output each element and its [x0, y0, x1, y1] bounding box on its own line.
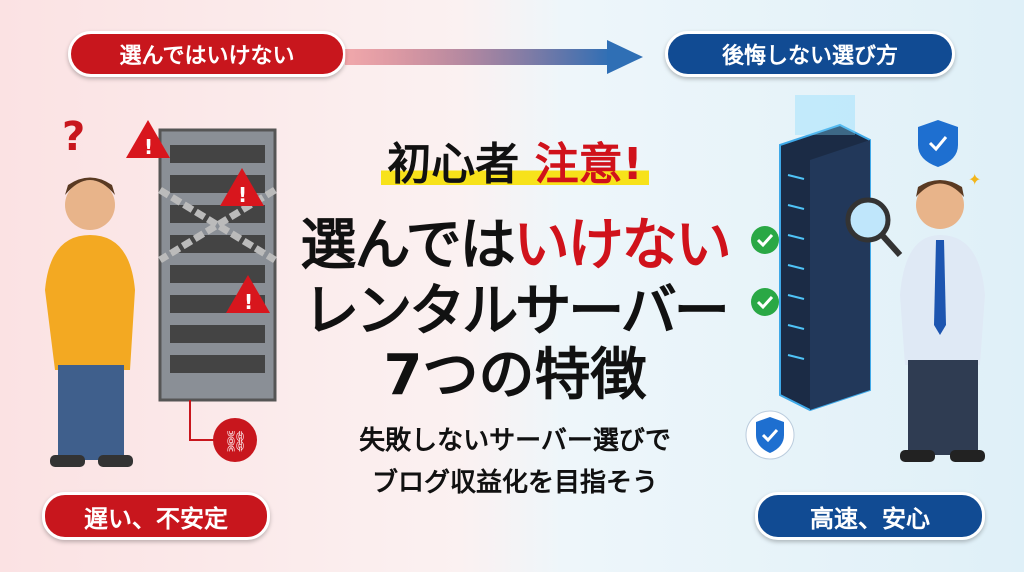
- warning-icon: !: [226, 275, 270, 314]
- subtitle-line-2: ブログ収益化を目指そう: [371, 468, 658, 498]
- broken-link-icon: [213, 418, 257, 462]
- bad-choice-label: 選んではいけない: [68, 31, 346, 77]
- svg-text:!: !: [238, 183, 247, 207]
- headline-line-2: 選んではいけない: [260, 200, 770, 281]
- check-icon: [751, 288, 779, 316]
- headline-choose: 選んでは: [300, 213, 515, 278]
- headline-beginner: 初心者: [387, 139, 520, 190]
- svg-text:⛓: ⛓: [223, 429, 248, 453]
- good-choice-label: 後悔しない選び方: [665, 31, 955, 77]
- headline-line-1: 初心者 注意!: [260, 128, 770, 192]
- magnifying-glass-icon: [845, 197, 903, 258]
- svg-text:!: !: [244, 290, 253, 314]
- headline-line-3: レンタルサーバー: [303, 279, 729, 344]
- warning-icon: !: [220, 168, 264, 207]
- arrow-right-icon: [345, 40, 643, 74]
- warning-icon: !: [126, 120, 170, 159]
- confused-man-with-broken-server: ? ! ! ! ⛓: [45, 114, 277, 467]
- check-icon: [751, 226, 779, 254]
- smiling-man-with-secure-server: ✦: [745, 95, 985, 462]
- shield-check-icon: [745, 410, 795, 460]
- fast-secure-label: 高速、安心: [755, 492, 985, 540]
- subtitle-line-1: 失敗しないサーバー選びで: [359, 426, 671, 456]
- shield-check-icon: [918, 120, 958, 167]
- svg-text:!: !: [144, 135, 153, 159]
- headline-line-4: 7つの特徴: [383, 343, 647, 408]
- question-mark-icon: ?: [62, 114, 85, 160]
- slow-unstable-label: 遅い、不安定: [42, 492, 270, 540]
- headline-must-not: いけない: [513, 213, 732, 278]
- headline-caution: 注意!: [534, 139, 643, 190]
- sparkle-icon: ✦: [968, 170, 981, 189]
